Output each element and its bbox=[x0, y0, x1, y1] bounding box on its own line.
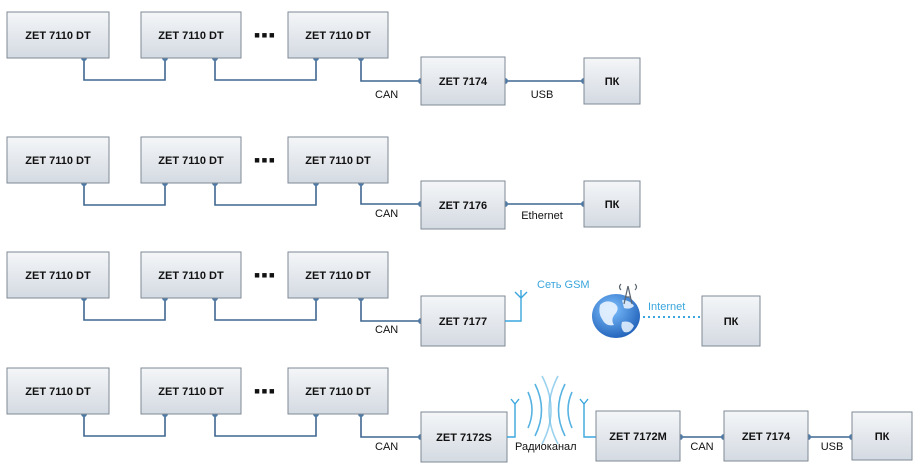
device-label: ZET 7110 DT bbox=[305, 270, 371, 282]
internet-label: Internet bbox=[648, 301, 685, 313]
device-label: ZET 7110 DT bbox=[305, 30, 371, 42]
device-box bbox=[287, 11, 389, 59]
hub-box bbox=[420, 180, 506, 230]
device-box bbox=[140, 11, 242, 59]
second-hub-label: ZET 7174 bbox=[742, 431, 791, 443]
row-4-wires bbox=[83, 414, 852, 438]
device-label: ZET 7110 DT bbox=[158, 155, 224, 167]
device-box bbox=[6, 251, 110, 299]
device-label: ZET 7110 DT bbox=[158, 30, 224, 42]
tower-icon bbox=[618, 283, 638, 305]
receiver-box bbox=[595, 410, 681, 462]
device-box bbox=[140, 367, 242, 415]
bus-label: CAN bbox=[375, 208, 398, 220]
hub-box bbox=[420, 295, 506, 347]
gsm-label: Сеть GSM bbox=[537, 279, 590, 291]
device-label: ZET 7110 DT bbox=[25, 386, 91, 398]
uplink-label: Ethernet bbox=[521, 210, 563, 222]
hub-label: ZET 7172S bbox=[436, 432, 492, 444]
uplink-label: USB bbox=[821, 441, 844, 453]
hub-label: ZET 7176 bbox=[439, 200, 487, 212]
hub-label: ZET 7174 bbox=[439, 76, 488, 88]
pc-box bbox=[701, 295, 761, 347]
pc-box bbox=[583, 180, 641, 228]
second-hub-box bbox=[723, 410, 809, 462]
receiver-label: ZET 7172M bbox=[609, 431, 666, 443]
device-label: ZET 7110 DT bbox=[305, 155, 371, 167]
pc-label: ПК bbox=[724, 316, 739, 328]
device-label: ZET 7110 DT bbox=[25, 30, 91, 42]
device-box bbox=[140, 251, 242, 299]
ellipsis: ▪▪▪ bbox=[254, 25, 276, 45]
hub-box bbox=[420, 56, 506, 106]
globe-icon bbox=[592, 283, 640, 338]
ellipsis: ▪▪▪ bbox=[254, 381, 276, 401]
pc-label: ПК bbox=[875, 431, 890, 443]
ellipsis: ▪▪▪ bbox=[254, 150, 276, 170]
device-label: ZET 7110 DT bbox=[158, 386, 224, 398]
device-box bbox=[287, 136, 389, 184]
device-box bbox=[287, 367, 389, 415]
row-1-wires bbox=[83, 58, 584, 82]
pc-box bbox=[851, 411, 913, 461]
device-box bbox=[6, 136, 110, 184]
device-label: ZET 7110 DT bbox=[25, 155, 91, 167]
radio-label: Радиоканал bbox=[515, 441, 577, 453]
device-label: ZET 7110 DT bbox=[25, 270, 91, 282]
ellipsis: ▪▪▪ bbox=[254, 265, 276, 285]
row-4: ZET 7110 DT ZET 7110 DT ▪▪▪ ZET 7110 DT … bbox=[6, 367, 913, 463]
radio-antenna-icon bbox=[507, 398, 520, 438]
receiver-link-label: CAN bbox=[690, 441, 713, 453]
pc-label: ПК bbox=[605, 199, 620, 211]
device-label: ZET 7110 DT bbox=[158, 270, 224, 282]
row-2: ZET 7110 DT ZET 7110 DT ▪▪▪ ZET 7110 DT … bbox=[6, 136, 641, 230]
device-box bbox=[6, 367, 110, 415]
hub-label: ZET 7177 bbox=[439, 316, 487, 328]
pc-label: ПК bbox=[605, 76, 620, 88]
pc-box bbox=[583, 57, 641, 105]
receiver-antenna-icon bbox=[579, 398, 596, 438]
bus-label: CAN bbox=[375, 441, 398, 453]
device-label: ZET 7110 DT bbox=[305, 386, 371, 398]
uplink-label: USB bbox=[531, 89, 554, 101]
device-box bbox=[140, 136, 242, 184]
antenna-icon bbox=[505, 290, 528, 322]
row-2-wires bbox=[83, 183, 584, 206]
row-3-wires bbox=[83, 298, 421, 322]
radio-waves-icon bbox=[527, 375, 573, 445]
device-box bbox=[287, 251, 389, 299]
bus-label: CAN bbox=[375, 89, 398, 101]
bus-label: CAN bbox=[375, 324, 398, 336]
row-1: ZET 7110 DT ZET 7110 DT ▪▪▪ ZET 7110 DT … bbox=[6, 11, 641, 106]
row-3: ZET 7110 DT ZET 7110 DT ▪▪▪ ZET 7110 DT … bbox=[6, 251, 761, 347]
row-2-nodes bbox=[81, 180, 587, 207]
device-box bbox=[6, 11, 110, 59]
